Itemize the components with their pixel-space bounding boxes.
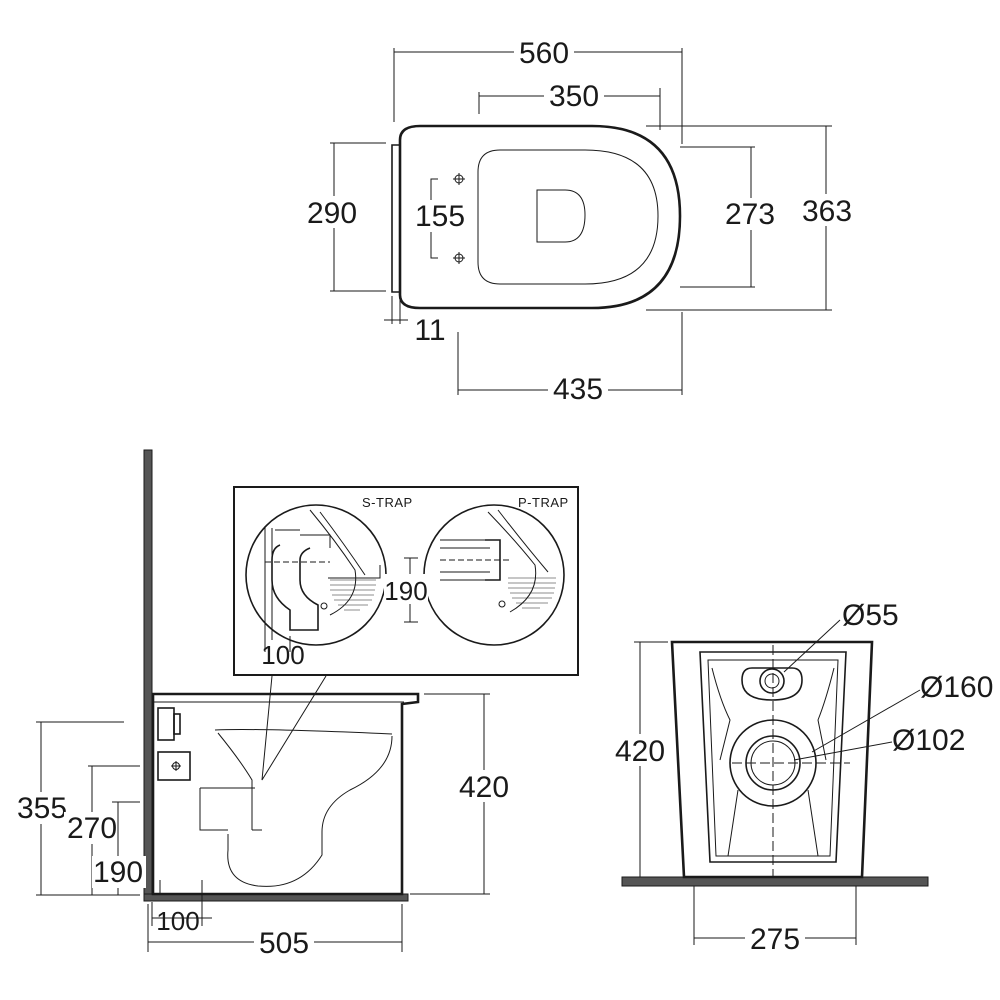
dim-outlet-height: 190 <box>93 856 143 889</box>
dim-rear-height: 420 <box>615 735 665 768</box>
side-view: S-TRAP P-TRAP <box>14 449 579 960</box>
wall <box>143 449 153 901</box>
dim-p-trap-height: 190 <box>384 576 427 606</box>
dim-s-trap-offset: 100 <box>261 640 304 670</box>
bowl-profile <box>217 732 393 887</box>
dim-outlet-offset: 100 <box>156 906 199 936</box>
bowl-outline <box>398 124 682 310</box>
dim-front-length: 435 <box>553 373 603 406</box>
pan-body <box>151 692 420 896</box>
inlet-opening <box>741 667 803 701</box>
rear-shell <box>670 640 874 879</box>
dim-inlet-diameter: Ø55 <box>842 599 899 632</box>
rear-floor <box>621 876 929 887</box>
fixing-hole-icon <box>453 252 465 264</box>
dim-rear-height: 290 <box>307 197 357 230</box>
dim-bolt-spacing: 155 <box>415 200 465 233</box>
rear-view: Ø55 Ø160 Ø102 420 275 <box>610 599 993 956</box>
inner-rim <box>477 149 659 285</box>
inlet-spigot <box>157 707 175 741</box>
dim-pan-height: 420 <box>459 771 509 804</box>
dim-seat-length: 350 <box>549 80 599 113</box>
fixing-screw-icon <box>171 761 181 771</box>
dim-inlet-height: 355 <box>17 792 67 825</box>
dim-overall-width: 363 <box>802 195 852 228</box>
dim-outlet-inner-diameter: Ø102 <box>892 724 965 757</box>
rear-tab <box>391 144 400 293</box>
top-view: 560 350 290 155 273 363 11 435 <box>305 30 856 406</box>
bowl-opening <box>536 189 586 243</box>
dim-fixing-height: 270 <box>67 812 117 845</box>
dim-projection: 505 <box>259 927 309 960</box>
s-trap-label: S-TRAP <box>362 495 413 510</box>
dim-seat-width: 273 <box>725 198 775 231</box>
dim-outlet-outer-diameter: Ø160 <box>920 671 993 704</box>
fixing-hole-icon <box>453 173 465 185</box>
dim-rear-width: 275 <box>750 923 800 956</box>
dim-overall-length: 560 <box>519 37 569 70</box>
fixing-bracket <box>157 751 191 781</box>
p-trap-label: P-TRAP <box>518 495 569 510</box>
dim-rear-gap: 11 <box>414 314 445 347</box>
